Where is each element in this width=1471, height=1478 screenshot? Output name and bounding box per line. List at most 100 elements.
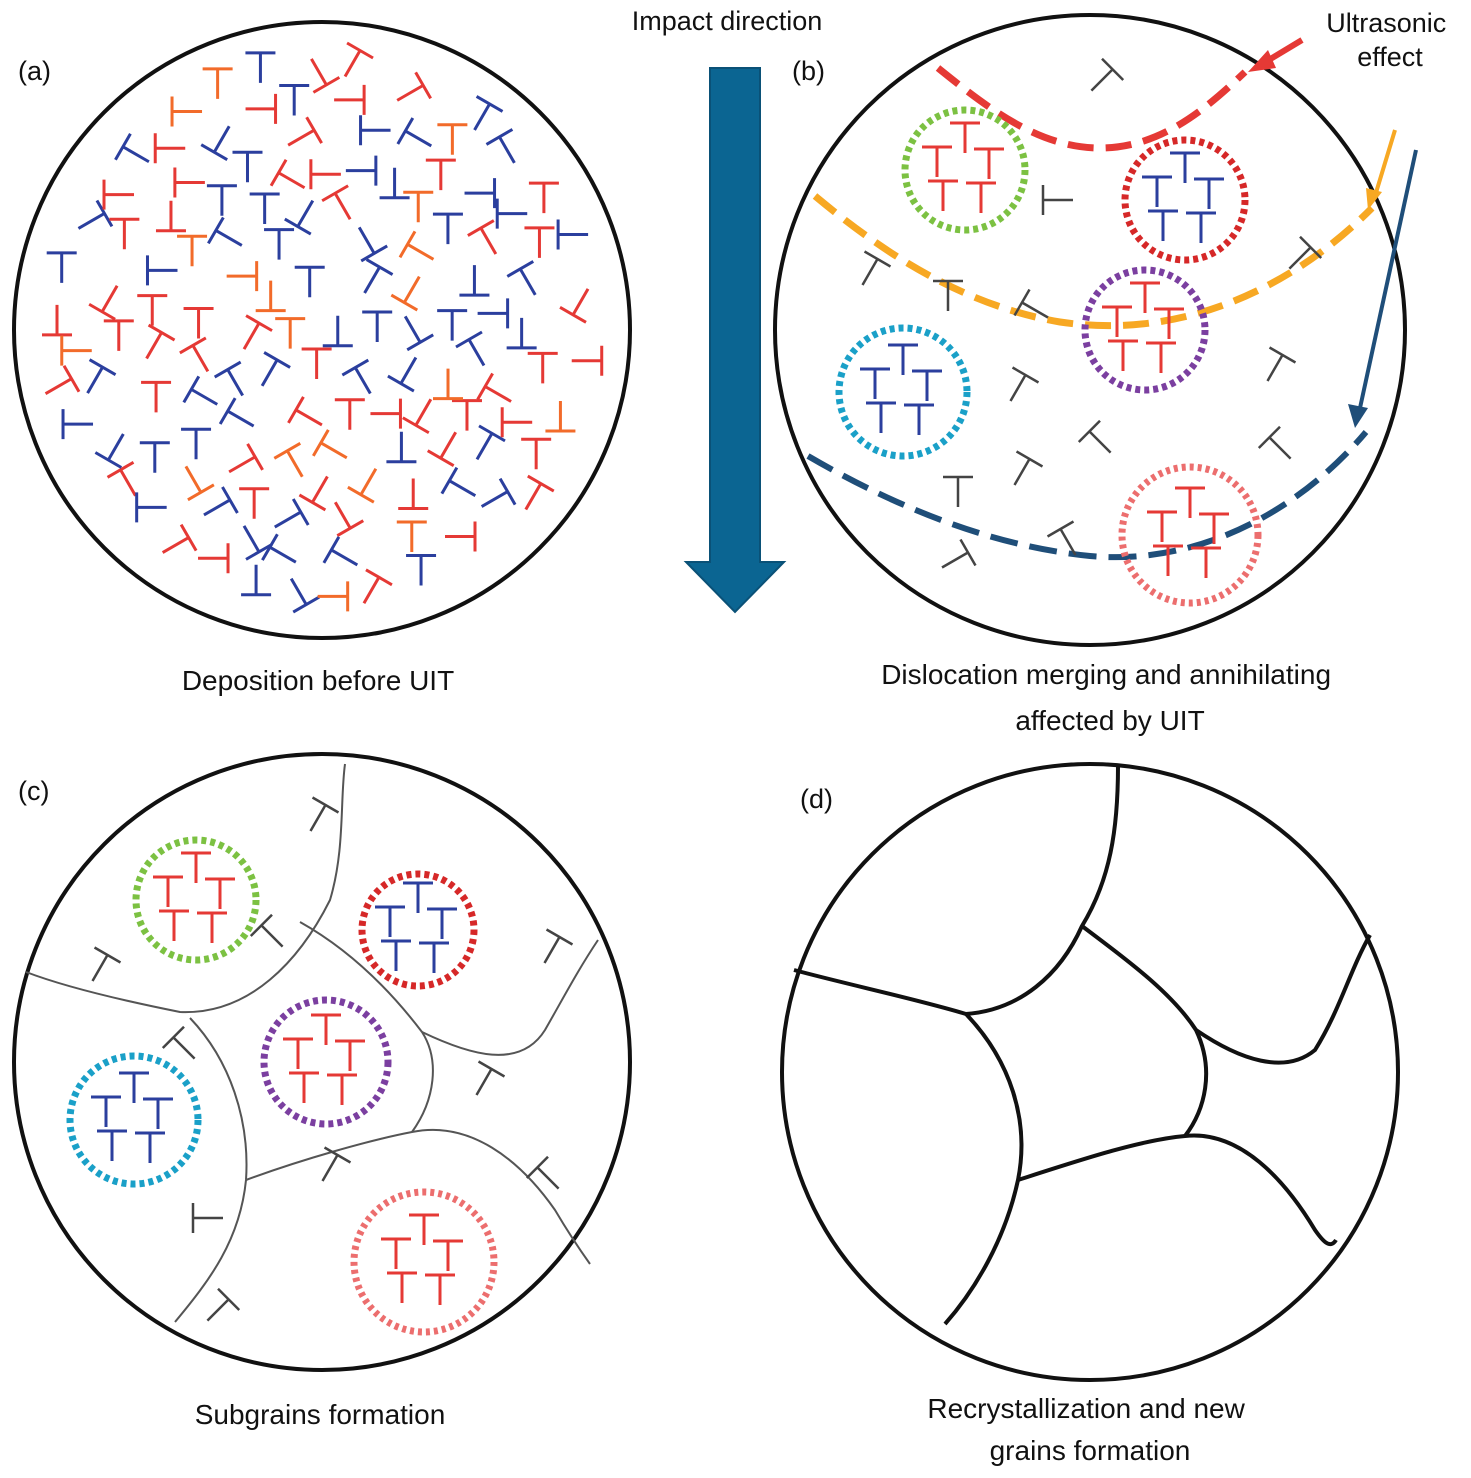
dislocation-symbol <box>904 403 934 435</box>
ultrasonic-arrow-navy <box>1358 149 1418 409</box>
panel-d: (d) Recrystallization and new grains for… <box>780 762 1400 1466</box>
panel-a-grain-circle <box>12 20 632 640</box>
dislocation-symbol <box>475 424 506 461</box>
panel-b-free-dislocations <box>861 57 1323 569</box>
dislocation-symbol <box>866 401 896 433</box>
panel-c-grain-circle <box>12 752 632 1372</box>
dislocation-symbol <box>197 911 227 943</box>
dislocation-symbol <box>139 441 170 473</box>
dislocation-symbol <box>495 198 528 229</box>
panel-d-caption: Recrystallization and new grains formati… <box>927 1393 1252 1466</box>
panel-a-caption: Deposition before UIT <box>182 665 454 696</box>
dislocation-symbol <box>477 298 510 329</box>
dislocation-symbol <box>403 190 434 223</box>
dislocation-symbol <box>86 358 117 394</box>
subgrain-boundary <box>25 763 346 1014</box>
dislocation-symbol <box>440 466 477 497</box>
dislocation-symbol <box>437 123 468 155</box>
dislocation-symbol <box>1257 425 1292 460</box>
dislocation-symbol <box>500 407 533 438</box>
dislocation-symbol <box>974 147 1004 179</box>
dislocation-symbol <box>61 409 94 440</box>
dislocation-symbol <box>242 525 273 561</box>
dislocation-symbol <box>91 946 122 982</box>
dislocation-symbol <box>242 314 273 350</box>
dislocation-symbol <box>91 1095 121 1127</box>
dislocation-symbol <box>1175 486 1205 518</box>
dislocation-symbol <box>103 319 134 351</box>
dislocation-symbol <box>943 475 973 507</box>
ultrasonic-wave-orange <box>812 193 1375 330</box>
dislocation-cluster-ring <box>1081 266 1209 394</box>
dislocation-symbol <box>289 577 320 614</box>
dislocation-symbol <box>524 474 555 511</box>
dislocation-symbol <box>1041 185 1073 215</box>
dislocation-symbol <box>459 265 490 297</box>
dislocation-symbol <box>170 96 203 127</box>
panel-a: (a) Deposition before UIT <box>12 20 632 696</box>
dislocation-symbol <box>396 71 432 102</box>
ultrasonic-effect-label: Ultrasonic effect <box>1326 8 1454 72</box>
dislocation-symbol <box>322 315 353 348</box>
panel-c-subgrain-boundaries <box>25 763 599 1323</box>
dislocation-symbol <box>284 199 315 236</box>
dislocation-symbol <box>359 115 391 146</box>
dislocation-symbol <box>173 167 205 198</box>
dislocation-symbol <box>433 1239 463 1271</box>
dislocation-symbol <box>559 288 590 324</box>
dislocation-symbol <box>310 58 341 94</box>
dislocation-symbol <box>1147 510 1177 542</box>
dislocation-symbol <box>184 465 215 502</box>
dislocation-symbol <box>398 230 435 261</box>
dislocation-symbol <box>102 179 135 210</box>
panel-c-dislocation-clusters <box>66 836 498 1336</box>
dislocation-symbol <box>77 199 114 230</box>
dislocation-symbol <box>321 1146 352 1182</box>
dislocation-symbol <box>245 93 278 124</box>
dislocation-symbol <box>255 280 286 313</box>
dislocation-symbol <box>343 41 374 78</box>
dislocation-symbol <box>245 51 276 83</box>
dislocation-symbol <box>1009 366 1040 402</box>
dislocation-symbol <box>1154 307 1184 339</box>
dislocation-symbol <box>94 433 125 469</box>
dislocation-symbol <box>269 159 306 190</box>
dislocation-symbol <box>317 581 350 612</box>
dislocation-symbol <box>860 367 890 399</box>
dislocation-symbol <box>205 877 235 909</box>
panel-a-dislocations <box>42 41 604 614</box>
dislocation-symbol <box>283 1037 313 1069</box>
dislocation-symbol <box>1146 341 1176 373</box>
dislocation-symbol <box>390 275 421 312</box>
dislocation-symbol <box>213 360 244 397</box>
dislocation-symbol <box>403 881 433 913</box>
dislocation-symbol <box>341 358 372 395</box>
subgrain-boundary <box>299 921 434 1133</box>
dislocation-symbol <box>398 478 429 510</box>
dislocation-symbol <box>427 907 457 939</box>
dislocation-symbol <box>309 796 340 832</box>
dislocation-symbol <box>333 501 365 537</box>
panel-c-caption-line: Subgrains formation <box>195 1399 446 1430</box>
dislocation-symbol <box>1090 57 1125 92</box>
dislocation-symbol <box>451 399 482 431</box>
impact-arrow-icon <box>683 67 787 614</box>
dislocation-symbol <box>198 543 230 574</box>
dislocation-symbol <box>445 521 477 552</box>
dislocation-symbol <box>88 285 119 321</box>
ultrasonic-wave-red <box>935 65 1248 152</box>
grain-boundary <box>1017 1133 1338 1247</box>
dislocation-symbol <box>363 258 394 294</box>
dislocation-symbol <box>191 1203 223 1233</box>
subgrain-boundary <box>245 1128 591 1265</box>
panel-d-label: (d) <box>800 784 833 814</box>
dislocation-symbol <box>321 184 352 220</box>
dislocation-symbol <box>1013 288 1049 319</box>
dislocation-symbol <box>200 125 231 162</box>
subgrain-boundary <box>421 939 599 1056</box>
dislocation-symbol <box>273 441 304 478</box>
dislocation-symbol <box>135 1131 165 1163</box>
subgrain-boundary <box>174 1017 248 1323</box>
panel-d-caption-line-2: grains formation <box>990 1435 1191 1466</box>
dislocation-symbol <box>202 67 233 99</box>
